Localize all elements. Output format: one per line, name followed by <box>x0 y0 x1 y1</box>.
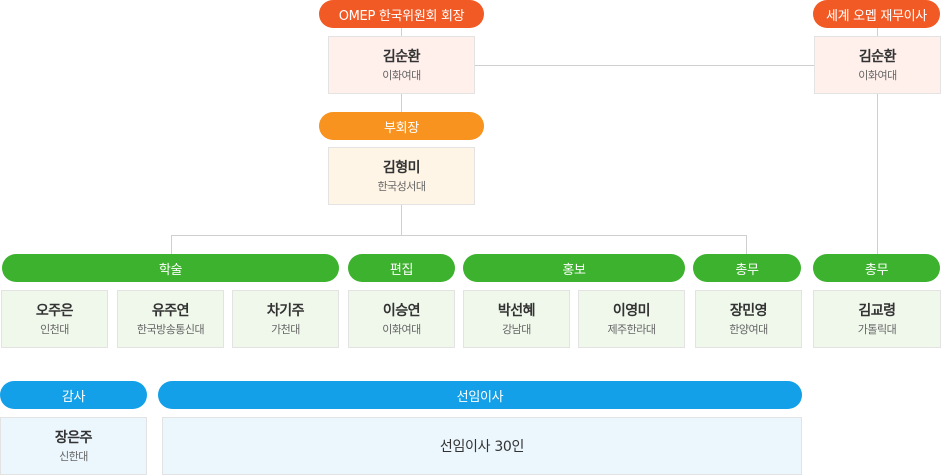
member-affiliation: 이화여대 <box>382 322 421 336</box>
committee-world-general-label: 총무 <box>864 262 889 278</box>
member-name: 장민영 <box>729 302 768 319</box>
chair-title-pill: OMEP 한국위원회 회장 <box>319 0 484 28</box>
world-director-title: 세계 오멥 재무이사 <box>826 8 927 24</box>
vice-chair-title-pill: 부회장 <box>319 112 484 140</box>
member-affiliation: 한국방송통신대 <box>136 322 205 336</box>
auditor-affiliation: 신한대 <box>59 449 88 463</box>
member-card: 장민영 한양여대 <box>695 290 802 348</box>
world-director-affiliation: 이화여대 <box>858 68 897 82</box>
member-affiliation: 제주한라대 <box>607 322 656 336</box>
chair-affiliation: 이화여대 <box>382 68 421 82</box>
committee-general-label: 총무 <box>735 262 759 278</box>
member-name: 이영미 <box>612 302 651 319</box>
vice-chair-title: 부회장 <box>384 120 419 136</box>
elected-label: 선임이사 <box>456 389 504 405</box>
auditor-pill: 감사 <box>0 381 147 409</box>
committee-pr-pill: 홍보 <box>463 254 685 282</box>
connector-vice-vertical <box>401 204 402 236</box>
member-card: 박선혜 강남대 <box>463 290 570 348</box>
chair-name: 김순환 <box>382 48 421 65</box>
member-name: 박선혜 <box>497 302 536 319</box>
member-affiliation: 강남대 <box>502 322 531 336</box>
member-card: 차기주 가천대 <box>232 290 339 348</box>
committee-pr-label: 홍보 <box>562 262 586 278</box>
member-affiliation: 한양여대 <box>729 322 768 336</box>
member-name: 이승연 <box>382 302 421 319</box>
world-director-title-pill: 세계 오멥 재무이사 <box>813 0 940 28</box>
committee-editorial-label: 편집 <box>389 262 414 278</box>
member-name: 김교령 <box>858 302 896 319</box>
elected-card: 선임이사 30인 <box>162 417 802 475</box>
connector-chair-world <box>474 65 815 66</box>
elected-text: 선임이사 30인 <box>439 439 525 455</box>
member-affiliation: 가천대 <box>271 322 300 336</box>
member-card: 오주은 인천대 <box>1 290 108 348</box>
vice-chair-card: 김형미 한국성서대 <box>328 147 475 205</box>
committee-academic-pill: 학술 <box>2 254 339 282</box>
vice-chair-affiliation: 한국성서대 <box>377 179 426 193</box>
member-name: 오주은 <box>35 302 74 319</box>
world-director-name: 김순환 <box>858 48 897 65</box>
member-affiliation: 인천대 <box>40 322 69 336</box>
connector-committee-horizontal <box>171 235 747 236</box>
connector-general-drop <box>746 235 747 255</box>
member-card: 김교령 가톨릭대 <box>813 290 941 348</box>
auditor-card: 장은주 신한대 <box>0 417 147 475</box>
chair-card: 김순환 이화여대 <box>328 36 475 94</box>
chair-title: OMEP 한국위원회 회장 <box>338 8 465 24</box>
committee-world-general-pill: 총무 <box>813 254 940 282</box>
committee-general-pill: 총무 <box>693 254 801 282</box>
elected-pill: 선임이사 <box>158 381 802 409</box>
vice-chair-name: 김형미 <box>382 159 421 176</box>
member-name: 차기주 <box>266 302 305 319</box>
connector-academic-drop <box>171 235 172 255</box>
committee-editorial-pill: 편집 <box>348 254 455 282</box>
member-name: 유주연 <box>151 302 190 319</box>
member-affiliation: 가톨릭대 <box>857 322 897 336</box>
member-card: 이영미 제주한라대 <box>578 290 685 348</box>
auditor-label: 감사 <box>61 389 86 405</box>
world-director-card: 김순환 이화여대 <box>814 36 941 94</box>
committee-academic-label: 학술 <box>158 262 183 278</box>
member-card: 유주연 한국방송통신대 <box>117 290 224 348</box>
member-card: 이승연 이화여대 <box>348 290 455 348</box>
connector-world-vertical <box>877 28 878 255</box>
auditor-name: 장은주 <box>54 429 93 446</box>
